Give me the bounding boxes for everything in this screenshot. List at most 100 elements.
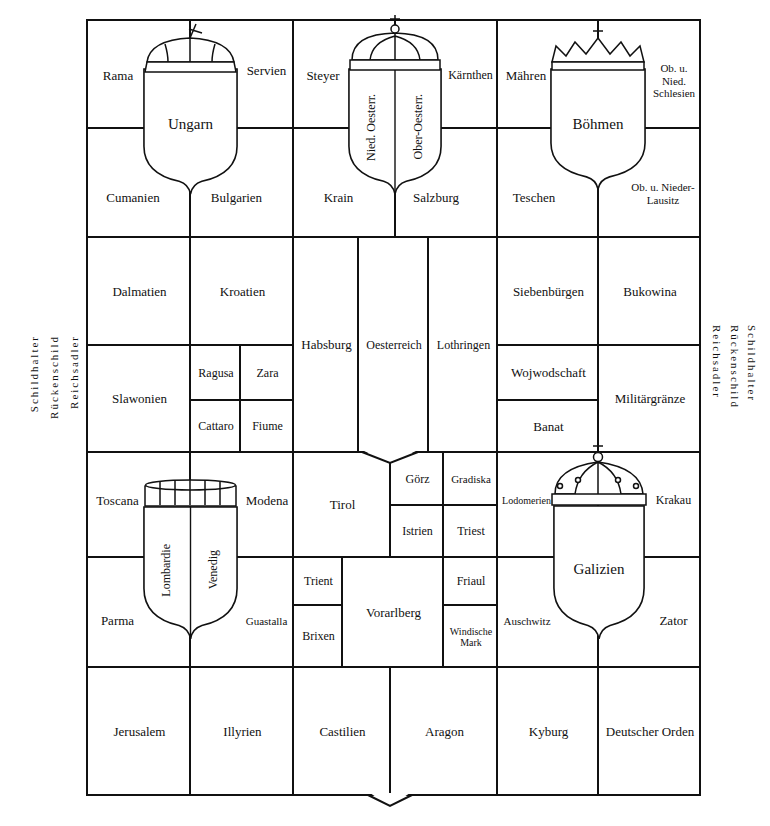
text-box: Parma [91, 601, 144, 641]
side-label: Reichsadler [711, 325, 723, 399]
arms-field: Oesterreich [358, 237, 428, 452]
arms-field: Kroatien [190, 237, 293, 345]
text-box: Fiume [241, 401, 294, 453]
field-name: Dalmatien [112, 285, 166, 300]
text-box: Kroatien [191, 238, 294, 346]
text-box: Salzburg [401, 186, 471, 210]
field-name: Bulgarien [211, 191, 262, 206]
field-name: Servien [247, 64, 287, 79]
text-box: Teschen [504, 186, 564, 210]
arms-field: Ragusa [190, 345, 240, 400]
field-name: Mähren [506, 69, 546, 84]
field-name: Fiume [252, 420, 283, 434]
escutcheon: Ungarn [143, 68, 238, 195]
text-box: Böhmen [550, 100, 646, 150]
text-box: Guastalla [239, 601, 294, 641]
arms-field: Trient [293, 557, 342, 605]
side-label: Reichsadler [68, 335, 80, 409]
field-name: Zara [257, 367, 279, 381]
escutcheon: Nied. Oesterr. Ober-Oesterr. [348, 68, 442, 195]
arms-field: Kyburg [497, 667, 598, 795]
notch-line [368, 795, 412, 806]
text-box: Siebenbürgen [498, 238, 599, 346]
arms-field: Slawonien [87, 345, 190, 452]
text-box: Auschwitz [500, 601, 554, 641]
text-box: Ober-Oesterr. [395, 72, 442, 182]
text-box: Istrien [391, 506, 444, 558]
text-box: Trient [294, 558, 343, 606]
text-box: Toscana [91, 476, 144, 526]
field-name: Krakau [656, 494, 691, 508]
field-name: Ragusa [198, 367, 233, 381]
text-box: Tirol [294, 453, 391, 558]
text-box: Cumanien [93, 186, 173, 210]
arms-field: Gradiska [443, 452, 497, 505]
escutcheon: Galizien [553, 505, 645, 640]
field-name: Lothringen [437, 339, 490, 353]
field-name: Teschen [513, 191, 555, 206]
text-box: Friaul [444, 558, 498, 606]
text-box: Kyburg [498, 668, 599, 796]
arms-field: Banat [497, 400, 598, 452]
field-name: Salzburg [413, 191, 459, 206]
text-box: Vorarlberg [343, 558, 444, 668]
field-name: Kyburg [529, 725, 568, 740]
field-name: Windische Mark [444, 626, 498, 649]
field-name: Aragon [425, 725, 464, 740]
text-box: Militärgränze [599, 346, 701, 453]
arms-field: Triest [443, 505, 497, 557]
field-name: Triest [457, 525, 485, 539]
field-name: Jerusalem [114, 725, 166, 740]
arms-field: Tirol [293, 452, 390, 557]
text-box: Aragon [391, 668, 498, 796]
field-name: Tirol [330, 498, 356, 513]
field-name: Görz [406, 473, 430, 487]
text-box: Gradiska [444, 453, 498, 506]
text-box: Lombardie [143, 512, 190, 628]
field-name: Steyer [306, 69, 339, 84]
field-name: Toscana [96, 494, 138, 509]
field-name: Parma [101, 614, 134, 629]
field-name: Modena [246, 494, 289, 509]
arms-field: Vorarlberg [342, 557, 443, 667]
field-name: Slawonien [112, 392, 167, 407]
field-name: Brixen [302, 630, 335, 644]
arms-field: Friaul [443, 557, 497, 605]
text-box: Ob. u. Nied. Schlesien [647, 46, 701, 116]
arms-field: Brixen [293, 605, 342, 667]
field-name: Militärgränze [615, 392, 686, 407]
field-name: Vorarlberg [366, 606, 421, 621]
field-name: Castilien [319, 725, 365, 740]
arms-field: Windische Mark [443, 605, 497, 667]
field-name: Habsburg [301, 338, 351, 353]
field-name: Cumanien [106, 191, 159, 206]
text-box: Rama [93, 63, 143, 89]
shield-outline [348, 68, 442, 195]
text-box: Zara [241, 346, 294, 401]
field-name: Deutscher Orden [606, 725, 694, 740]
text-box: Oesterreich [359, 238, 429, 453]
field-name: Lodomerien [502, 495, 551, 507]
text-box: Brixen [294, 606, 343, 668]
field-name: Nied. Oesterr. [365, 94, 379, 161]
field-name: Rama [103, 69, 133, 84]
text-box: Triest [444, 506, 498, 558]
arms-field: Aragon [390, 667, 497, 795]
arms-field: Deutscher Orden [598, 667, 700, 795]
text-box: Windische Mark [444, 606, 498, 668]
field-name: Ob. u. Nied. Schlesien [647, 62, 701, 100]
text-box: Kärnthen [443, 56, 498, 96]
field-name: Banat [533, 420, 563, 435]
field-name: Istrien [402, 525, 433, 539]
outer-frame [87, 20, 700, 795]
text-box: Servien [239, 51, 294, 91]
arms-field: Fiume [240, 400, 293, 452]
field-name: Auschwitz [503, 615, 550, 628]
text-box: Castilien [294, 668, 391, 796]
field-name: Bukowina [623, 285, 676, 300]
field-name: Galizien [574, 561, 625, 578]
text-box: Steyer [297, 63, 349, 89]
text-box: Wojwodschaft [498, 346, 599, 401]
arms-field: Habsburg [293, 237, 358, 452]
